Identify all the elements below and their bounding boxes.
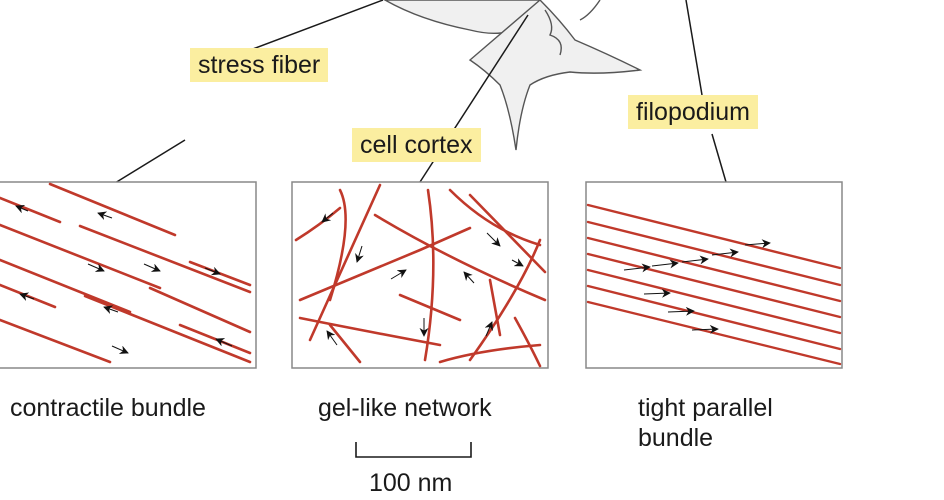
- arrow: [103, 305, 119, 314]
- arrow: [484, 321, 493, 337]
- arrow: [511, 258, 524, 267]
- parallel-bundle-caption-line1: tight parallel: [638, 394, 773, 422]
- cell-illustration: [383, 0, 643, 151]
- arrow: [643, 288, 671, 298]
- arrow: [681, 255, 709, 265]
- arrow: [321, 212, 334, 223]
- stress-fiber-connector-lower: [114, 139, 186, 184]
- filopodium-connector-lower: [711, 133, 727, 183]
- arrow: [111, 345, 129, 354]
- filopodium-connector-upper: [685, 0, 703, 96]
- cell-cortex-label: cell cortex: [352, 128, 481, 162]
- arrow: [87, 263, 105, 272]
- arrow: [744, 239, 771, 249]
- arrow: [355, 245, 364, 263]
- arrow: [623, 263, 651, 273]
- arrow: [19, 292, 35, 301]
- arrow: [326, 330, 338, 346]
- arrow: [691, 324, 719, 334]
- gel-network-panel: [291, 181, 549, 369]
- parallel-bundle-panel: [585, 181, 843, 369]
- arrow: [390, 269, 407, 280]
- arrow: [97, 211, 113, 220]
- contractile-bundle-caption: contractile bundle: [10, 394, 206, 422]
- contractile-bundle-panel: [0, 181, 257, 369]
- arrow: [667, 306, 695, 316]
- arrow: [143, 263, 161, 272]
- stress-fiber-connector: [244, 0, 384, 53]
- arrow: [711, 248, 739, 258]
- arrow: [463, 271, 475, 284]
- arrow: [486, 232, 501, 247]
- scale-bar: [355, 442, 472, 458]
- arrow: [215, 338, 233, 347]
- filopodium-label: filopodium: [628, 95, 758, 129]
- scale-bar-label: 100 nm: [369, 469, 453, 497]
- parallel-bundle-caption-line2: bundle: [638, 424, 714, 452]
- arrow: [651, 259, 679, 269]
- arrow: [204, 266, 221, 276]
- stress-fiber-label: stress fiber: [190, 48, 329, 82]
- gel-network-caption: gel-like network: [318, 394, 492, 422]
- arrow: [15, 204, 29, 214]
